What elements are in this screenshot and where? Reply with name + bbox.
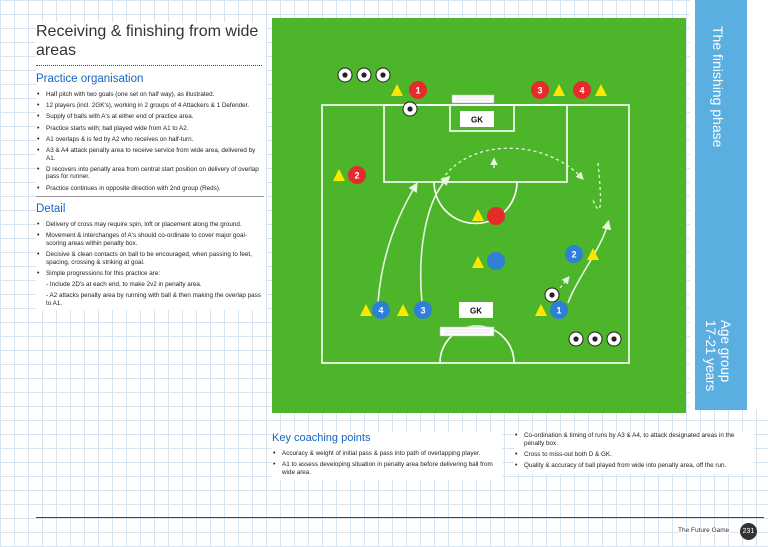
list-item: D recovers into penalty area from centra… [36,166,266,181]
key-points-right-list: Co-ordination & timing of runs by A3 & A… [514,432,754,470]
key-coaching-points: Key coaching points Accuracy & weight of… [272,432,502,481]
gk-bottom-label: GK [470,307,482,316]
bottom-goal [439,326,495,337]
list-item: Simple progressions for this practice ar… [36,270,266,278]
practice-organisation-list: Half pitch with two goals (one set on ha… [36,91,266,192]
run-path-right [591,162,602,210]
age-group-label: Age group 17-21 years [703,320,733,391]
list-item: Quality & accuracy of ball played from w… [514,462,754,470]
detail-list: Delivery of cross may require spin, loft… [36,221,266,277]
age-group-range: 17-21 years [703,320,718,392]
top-goal-area [449,104,515,132]
key-points-left-list: Accuracy & weight of initial pass & pass… [272,450,502,476]
red-player-4: 4 [573,81,591,99]
pitch-diagram: GK GK [272,18,686,413]
list-item: Practice starts with; ball played wide f… [36,125,266,133]
gk-bottom-badge [459,302,493,318]
run-path-a3 [419,175,451,304]
svg-text:1: 1 [415,86,420,96]
blue-player-4: 4 [372,301,390,319]
page-title: Receiving & finishing from wide areas [36,23,259,59]
red-player-3: 3 [531,81,549,99]
list-item: Movement & interchanges of A's should co… [36,232,266,247]
svg-text:4: 4 [378,306,383,316]
blue-player-3: 3 [414,301,432,319]
top-goal [451,94,495,104]
progression-item: - Include 2D's at each end, to make 2v2 … [46,281,202,289]
detail-heading: Detail [36,203,66,216]
list-item: Supply of balls with A's at either end o… [36,113,266,121]
run-path-a4 [377,182,418,304]
svg-text:3: 3 [537,86,542,96]
blue-player-1: 1 [550,301,568,319]
cones [333,84,607,316]
gk-top-badge [460,111,494,127]
practice-organisation-heading: Practice organisation [36,73,144,85]
list-item: A1 overlaps & is fed by A2 who receives … [36,136,266,144]
list-item: Half pitch with two goals (one set on ha… [36,91,266,99]
list-item: Delivery of cross may require spin, loft… [36,221,266,229]
run-path-a2 [567,219,612,304]
ball-icon [402,101,418,117]
red-player-2: 2 [348,166,366,184]
title-divider [36,65,262,66]
list-item: A3 & A4 attack penalty area to receive s… [36,147,266,162]
svg-text:1: 1 [556,306,561,316]
pitch-boundary [321,104,630,364]
key-points-right: Co-ordination & timing of runs by A3 & A… [514,432,754,474]
blue-player-2: 2 [565,245,583,263]
red-defender [487,207,505,225]
list-item: Decisive & clean contacts on ball to be … [36,251,266,266]
pass-arrow-a1 [559,275,570,289]
phase-label: The finishing phase [710,26,726,148]
book-title: The Future Game [678,527,730,534]
blue-defender [487,252,505,270]
list-item: 12 players (incl. 2GK's), working in 2 g… [36,102,266,110]
red-player-1: 1 [409,81,427,99]
list-item: Cross to miss-out both D & GK. [514,451,754,459]
age-group-heading: Age group [718,320,733,383]
progression-item: - A2 attacks penalty area by running wit… [46,292,261,307]
ball-supply-top-left [337,67,391,83]
list-item: Practice continues in opposite direction… [36,185,266,193]
section-divider [36,196,264,198]
ball-icon [544,287,560,303]
list-item: Co-ordination & timing of runs by A3 & A… [514,432,754,447]
top-penalty-arc [433,181,518,225]
svg-text:4: 4 [579,86,584,96]
list-item: Accuracy & weight of initial pass & pass… [272,450,502,458]
left-column: Receiving & finishing from wide areas Pr… [36,22,266,311]
key-coaching-heading: Key coaching points [272,432,371,444]
svg-text:2: 2 [571,250,576,260]
page-number: 231 [740,523,757,540]
footer-divider [36,517,764,518]
svg-text:3: 3 [420,306,425,316]
run-path-top [441,147,584,181]
ball-supply-bottom-right [568,331,622,347]
side-tab-band [695,0,747,410]
center-circle [439,325,515,364]
list-item: A1 to assess developing situation in pen… [272,461,502,476]
svg-text:2: 2 [354,171,359,181]
gk-top-label: GK [471,116,483,125]
pitch-svg: GK GK [321,67,630,364]
